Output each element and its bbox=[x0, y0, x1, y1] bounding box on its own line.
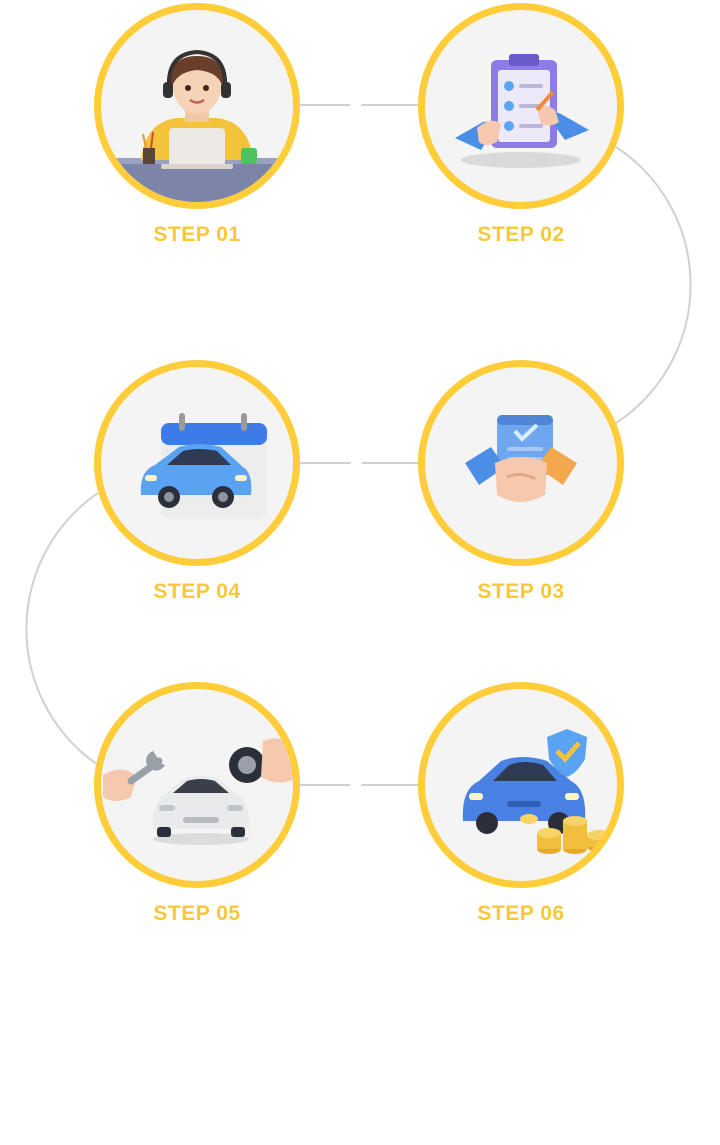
step-label: STEP 04 bbox=[153, 580, 241, 603]
step-04-circle bbox=[94, 360, 300, 566]
step-06: STEP 06 bbox=[418, 682, 624, 926]
car-calendar-icon bbox=[140, 413, 267, 519]
step-01-circle bbox=[94, 3, 300, 209]
step-05: STEP 05 bbox=[94, 682, 300, 926]
step-05-circle bbox=[94, 682, 300, 888]
step-06-circle bbox=[418, 682, 624, 888]
step-02: STEP 02 bbox=[418, 3, 624, 247]
step-label: STEP 05 bbox=[153, 902, 241, 925]
connector-step4-step5 bbox=[25, 492, 99, 766]
step-01: STEP 01 bbox=[94, 3, 300, 247]
connector-step2-step3 bbox=[615, 146, 692, 424]
connector-arrow bbox=[350, 778, 362, 792]
connector-arrow bbox=[350, 98, 362, 112]
step-02-circle bbox=[418, 3, 624, 209]
step-04: STEP 04 bbox=[94, 360, 300, 604]
step-label: STEP 03 bbox=[477, 580, 565, 603]
handshake-agreement-icon bbox=[465, 415, 577, 502]
car-service-tools-icon bbox=[103, 738, 293, 845]
step-03: STEP 03 bbox=[418, 360, 624, 604]
step-label: STEP 01 bbox=[153, 223, 241, 246]
step-label: STEP 06 bbox=[477, 902, 565, 925]
car-insurance-coins-icon bbox=[462, 729, 611, 854]
step-label: STEP 02 bbox=[477, 223, 565, 246]
checklist-clipboard-icon bbox=[455, 54, 589, 168]
support-agent-icon bbox=[101, 49, 293, 202]
connector-arrow bbox=[350, 456, 362, 470]
step-03-circle bbox=[418, 360, 624, 566]
